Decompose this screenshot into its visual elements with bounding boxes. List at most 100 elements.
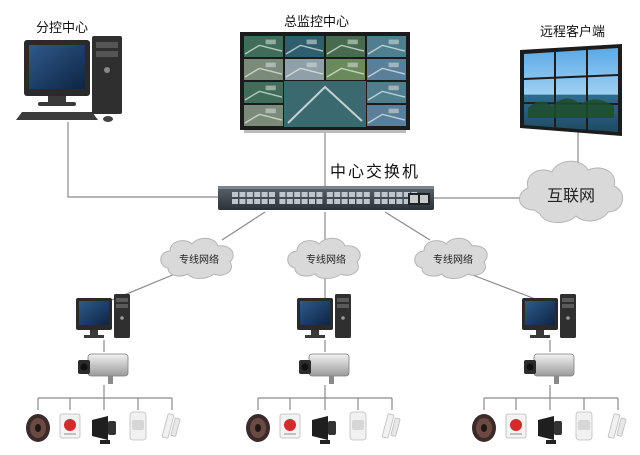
line-switch-to-cloud-left <box>221 211 266 241</box>
branch-camera <box>78 353 129 384</box>
switch-port <box>309 192 315 197</box>
main-center-video-wall <box>240 32 410 133</box>
branch-site <box>26 294 181 444</box>
line-switch-to-cloud-right <box>384 211 431 241</box>
remote-client-label: 远程客户端 <box>540 25 606 40</box>
pir-detector-icon <box>129 411 147 441</box>
switch-port <box>286 199 293 204</box>
speaker-icon <box>246 414 270 442</box>
switch-port <box>326 199 333 204</box>
switch-port <box>356 199 363 204</box>
switch-port <box>389 192 395 197</box>
video-wall-large-feed <box>284 81 366 127</box>
switch-port <box>389 199 395 204</box>
private-network-label-left: 专线网络 <box>179 253 219 266</box>
emergency-button-icon <box>279 413 301 439</box>
video-wall-tile <box>244 36 283 57</box>
branch-workstation <box>76 294 130 338</box>
video-wall-tile <box>367 59 406 80</box>
internet-cloud: 互联网 <box>519 160 623 223</box>
branch-center-label: 分控中心 <box>36 21 89 36</box>
video-wall-tile <box>285 36 324 57</box>
branch-workstation <box>297 294 351 338</box>
emergency-button-icon <box>505 413 527 439</box>
core-switch-label: 中心交换机 <box>330 162 421 181</box>
switch-port <box>381 192 388 197</box>
switch-port <box>381 199 388 204</box>
video-wall-tile <box>326 36 365 57</box>
door-sensor-icon <box>381 413 401 439</box>
emergency-button-icon <box>59 413 81 439</box>
switch-port <box>341 192 348 197</box>
video-wall-tile <box>285 59 324 80</box>
private-network-label-right: 专线网络 <box>433 253 473 266</box>
switch-port <box>363 192 370 197</box>
switch-port <box>294 192 301 197</box>
switch-port <box>374 192 381 197</box>
door-sensor-icon <box>607 413 627 439</box>
switch-port <box>316 192 323 197</box>
switch-port <box>254 192 261 197</box>
video-wall-tile <box>244 105 283 126</box>
switch-port <box>232 199 238 204</box>
video-wall-tile <box>244 59 283 80</box>
switch-port <box>239 199 246 204</box>
private-network-cloud-mid: 专线网络 <box>287 237 361 279</box>
private-network-cloud-right: 专线网络 <box>414 237 488 279</box>
line-branch-center-to-switch <box>67 122 220 198</box>
switch-port <box>363 199 370 204</box>
switch-port <box>334 192 341 197</box>
branch-workstation <box>522 294 576 338</box>
door-sensor-icon <box>161 413 181 439</box>
switch-port <box>326 192 333 197</box>
switch-port <box>396 199 403 204</box>
video-wall-tile <box>326 59 365 80</box>
speaker-icon <box>26 414 50 442</box>
video-wall-tile <box>367 82 406 103</box>
switch-port <box>232 192 238 197</box>
switch-port <box>334 199 341 204</box>
line-cloud-right-to-branch <box>469 273 539 301</box>
switch-port <box>403 192 410 197</box>
switch-port <box>341 199 348 204</box>
switch-port <box>309 199 315 204</box>
switch-port <box>279 192 286 197</box>
switch-port <box>396 192 403 197</box>
switch-port <box>239 192 246 197</box>
private-network-label-mid: 专线网络 <box>306 253 346 266</box>
pir-detector-icon <box>575 411 593 441</box>
switch-port <box>261 199 268 204</box>
branch-center-workstation <box>16 36 122 122</box>
switch-port <box>374 199 381 204</box>
video-wall-tile <box>367 105 406 126</box>
core-switch-device <box>218 186 434 210</box>
switch-port <box>269 199 275 204</box>
switch-port <box>254 199 261 204</box>
alarm-horn-icon <box>92 416 116 444</box>
switch-port <box>316 199 323 204</box>
switch-port <box>403 199 410 204</box>
switch-port <box>261 192 268 197</box>
remote-client-video-wall <box>520 44 622 136</box>
switch-port <box>301 192 308 197</box>
branch-site <box>246 294 401 444</box>
private-network-cloud-left: 专线网络 <box>160 237 234 279</box>
internet-label: 互联网 <box>547 186 595 205</box>
switch-port <box>356 192 363 197</box>
switch-port <box>301 199 308 204</box>
switch-port <box>269 192 275 197</box>
alarm-horn-icon <box>538 416 562 444</box>
switch-port <box>349 192 355 197</box>
switch-port <box>349 199 355 204</box>
switch-port <box>286 192 293 197</box>
video-wall-tile <box>367 36 406 57</box>
switch-port <box>279 199 286 204</box>
pir-detector-icon <box>349 411 367 441</box>
main-center-label: 总监控中心 <box>284 15 350 30</box>
connection-lines <box>37 122 619 410</box>
branch-camera <box>299 353 350 384</box>
branch-camera <box>524 353 575 384</box>
alarm-horn-icon <box>312 416 336 444</box>
